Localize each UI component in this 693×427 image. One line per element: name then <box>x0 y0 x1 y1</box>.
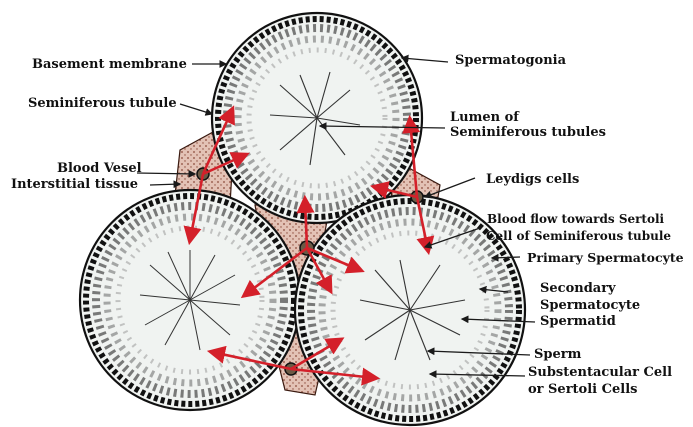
label-sertoli-line2: or Sertoli Cells <box>528 382 637 397</box>
label-secondary-line2: Spermatocyte <box>540 298 640 313</box>
label-blood-flow-line2: Cell of Seminiferous tubule <box>486 229 671 244</box>
label-interstitial-tissue: Interstitial tissue <box>11 177 138 192</box>
label-spermatogonia: Spermatogonia <box>455 53 566 68</box>
label-lumen-line2: Seminiferous tubules <box>450 125 606 140</box>
label-secondary-line1: Secondary <box>540 281 616 296</box>
label-sperm: Sperm <box>534 347 581 362</box>
label-primary-spermatocyte: Primary Spermatocyte <box>527 250 684 265</box>
label-basement-membrane: Basement membrane <box>32 57 187 72</box>
label-seminiferous-tubule: Seminiferous tubule <box>28 96 177 111</box>
label-lumen-line1: Lumen of <box>450 110 519 125</box>
label-blood-flow-line1: Blood flow towards Sertoli <box>487 212 664 227</box>
label-blood-vesel: Blood Vesel <box>57 161 142 176</box>
label-spermatid: Spermatid <box>540 314 616 329</box>
label-sertoli-line1: Substentacular Cell <box>528 365 672 380</box>
label-leydigs-cells: Leydigs cells <box>486 172 579 187</box>
